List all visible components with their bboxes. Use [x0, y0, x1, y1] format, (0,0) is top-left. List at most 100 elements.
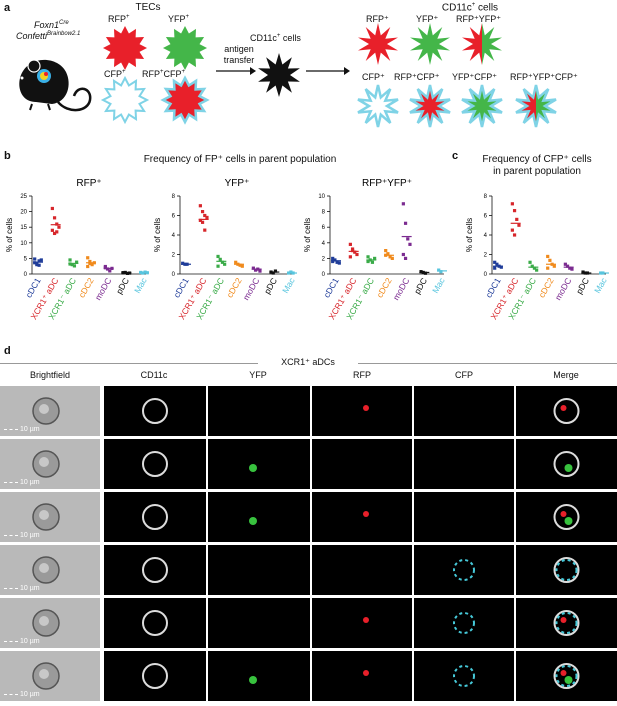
- data-point: [331, 256, 335, 260]
- y-tick-label: 8: [322, 210, 326, 216]
- cd11c-ring: [553, 663, 580, 689]
- data-point: [240, 264, 244, 268]
- cfp-image: [414, 545, 514, 595]
- yfp-spot: [564, 464, 573, 472]
- image-row: 10 µm: [0, 545, 617, 595]
- merge-image: [516, 545, 617, 595]
- rfp-spot: [363, 617, 369, 623]
- x-tick-label: moDC: [391, 276, 412, 302]
- dc-star-cfp: [357, 84, 399, 128]
- brightfield-image: 10 µm: [0, 492, 100, 542]
- cd11c-cells-right-label: CD11c+ cells: [441, 2, 499, 14]
- cfp-image: [414, 492, 514, 542]
- cfp-ring: [555, 559, 578, 581]
- data-point: [238, 263, 242, 267]
- cfp-ring: [453, 665, 475, 687]
- data-point: [348, 242, 352, 246]
- data-point: [289, 270, 293, 274]
- cd11c-image: [104, 439, 206, 489]
- dc-label-rfp-cfp: RFP⁺CFP⁺: [394, 72, 440, 82]
- data-point: [515, 217, 519, 221]
- rfp-image: [312, 439, 412, 489]
- data-point: [216, 264, 220, 268]
- data-point: [103, 266, 107, 270]
- tec-star-rfp: [103, 26, 147, 70]
- antigen-label: antigen: [224, 44, 254, 54]
- data-point: [528, 260, 532, 264]
- data-point: [86, 264, 90, 269]
- data-point: [37, 263, 41, 267]
- x-tick-label: pDC: [412, 276, 429, 296]
- panel-label-d: d: [4, 345, 11, 357]
- yfp-image: [208, 598, 310, 648]
- data-point: [419, 270, 423, 274]
- data-point: [50, 228, 54, 232]
- data-point: [52, 231, 57, 236]
- rfp-image: [312, 545, 412, 595]
- image-row: 10 µm: [0, 386, 617, 436]
- tec-label-cfp: CFP+: [104, 69, 126, 79]
- data-point: [223, 262, 227, 266]
- mouse-genotype-line1: Foxn1Cre: [34, 20, 69, 30]
- cd11c-ring: [553, 398, 580, 424]
- data-point: [218, 257, 222, 261]
- data-point: [205, 215, 209, 220]
- merge-image: [516, 386, 617, 436]
- panel-c-title-line1: Frequency of CFP⁺ cells: [482, 154, 592, 165]
- data-point: [271, 271, 275, 275]
- col-header-cfp: CFP: [455, 370, 473, 380]
- yfp-spot: [249, 464, 257, 472]
- data-point: [401, 252, 405, 257]
- cfp-image: [414, 651, 514, 701]
- data-point: [52, 216, 57, 220]
- data-point: [388, 255, 392, 259]
- data-point: [203, 228, 207, 232]
- scale-bar: 10 µm: [4, 426, 40, 433]
- cell-nucleus: [39, 669, 49, 679]
- cd11c-ring: [553, 557, 580, 583]
- rfp-spot: [363, 405, 369, 411]
- brightfield-image: 10 µm: [0, 545, 100, 595]
- cd11c-ring: [142, 610, 168, 636]
- data-point: [33, 257, 37, 261]
- col-header-cd11c: CD11c: [140, 370, 168, 380]
- rfp-image: [312, 386, 412, 436]
- col-header-merge: Merge: [553, 370, 579, 380]
- cd11c-ring: [142, 504, 168, 530]
- y-tick-label: 0: [24, 272, 28, 278]
- cfp-image: [414, 598, 514, 648]
- data-point: [105, 267, 110, 271]
- data-point: [373, 256, 377, 260]
- dc-star-rfp-yfp-right: [482, 23, 502, 65]
- rfp-spot: [560, 617, 567, 623]
- rfp-spot: [560, 670, 567, 676]
- data-point: [88, 261, 92, 265]
- mouse-icon: [19, 59, 92, 112]
- yfp-image: [208, 439, 310, 489]
- y-tick-label: 20: [20, 210, 27, 216]
- data-point: [331, 259, 335, 264]
- data-point: [88, 259, 92, 264]
- data-point: [333, 258, 337, 262]
- rfp-image: [312, 598, 412, 648]
- tec-star-yfp: [163, 26, 207, 70]
- col-header-brightfield: Brightfield: [29, 370, 71, 380]
- data-point: [546, 254, 550, 259]
- chart-title: RFP⁺YFP⁺: [362, 178, 412, 189]
- dc-star-rfp-yfp-cfp-left: [515, 84, 536, 128]
- panel-label-c: c: [452, 150, 459, 162]
- cfp-image: [414, 386, 514, 436]
- merge-image: [516, 439, 617, 489]
- data-point: [90, 263, 94, 267]
- image-row: 10 µm: [0, 439, 617, 489]
- merge-image: [516, 598, 617, 648]
- data-point: [384, 249, 388, 253]
- scale-bar: 10 µm: [4, 585, 40, 592]
- data-point: [335, 260, 339, 264]
- data-point: [390, 256, 394, 260]
- y-tick-label: 10: [20, 241, 27, 247]
- yfp-spot: [249, 517, 257, 525]
- dc-star-rfp-yfp-cfp-right: [536, 84, 557, 128]
- x-tick-label: Mac: [132, 275, 149, 295]
- data-point: [403, 221, 408, 225]
